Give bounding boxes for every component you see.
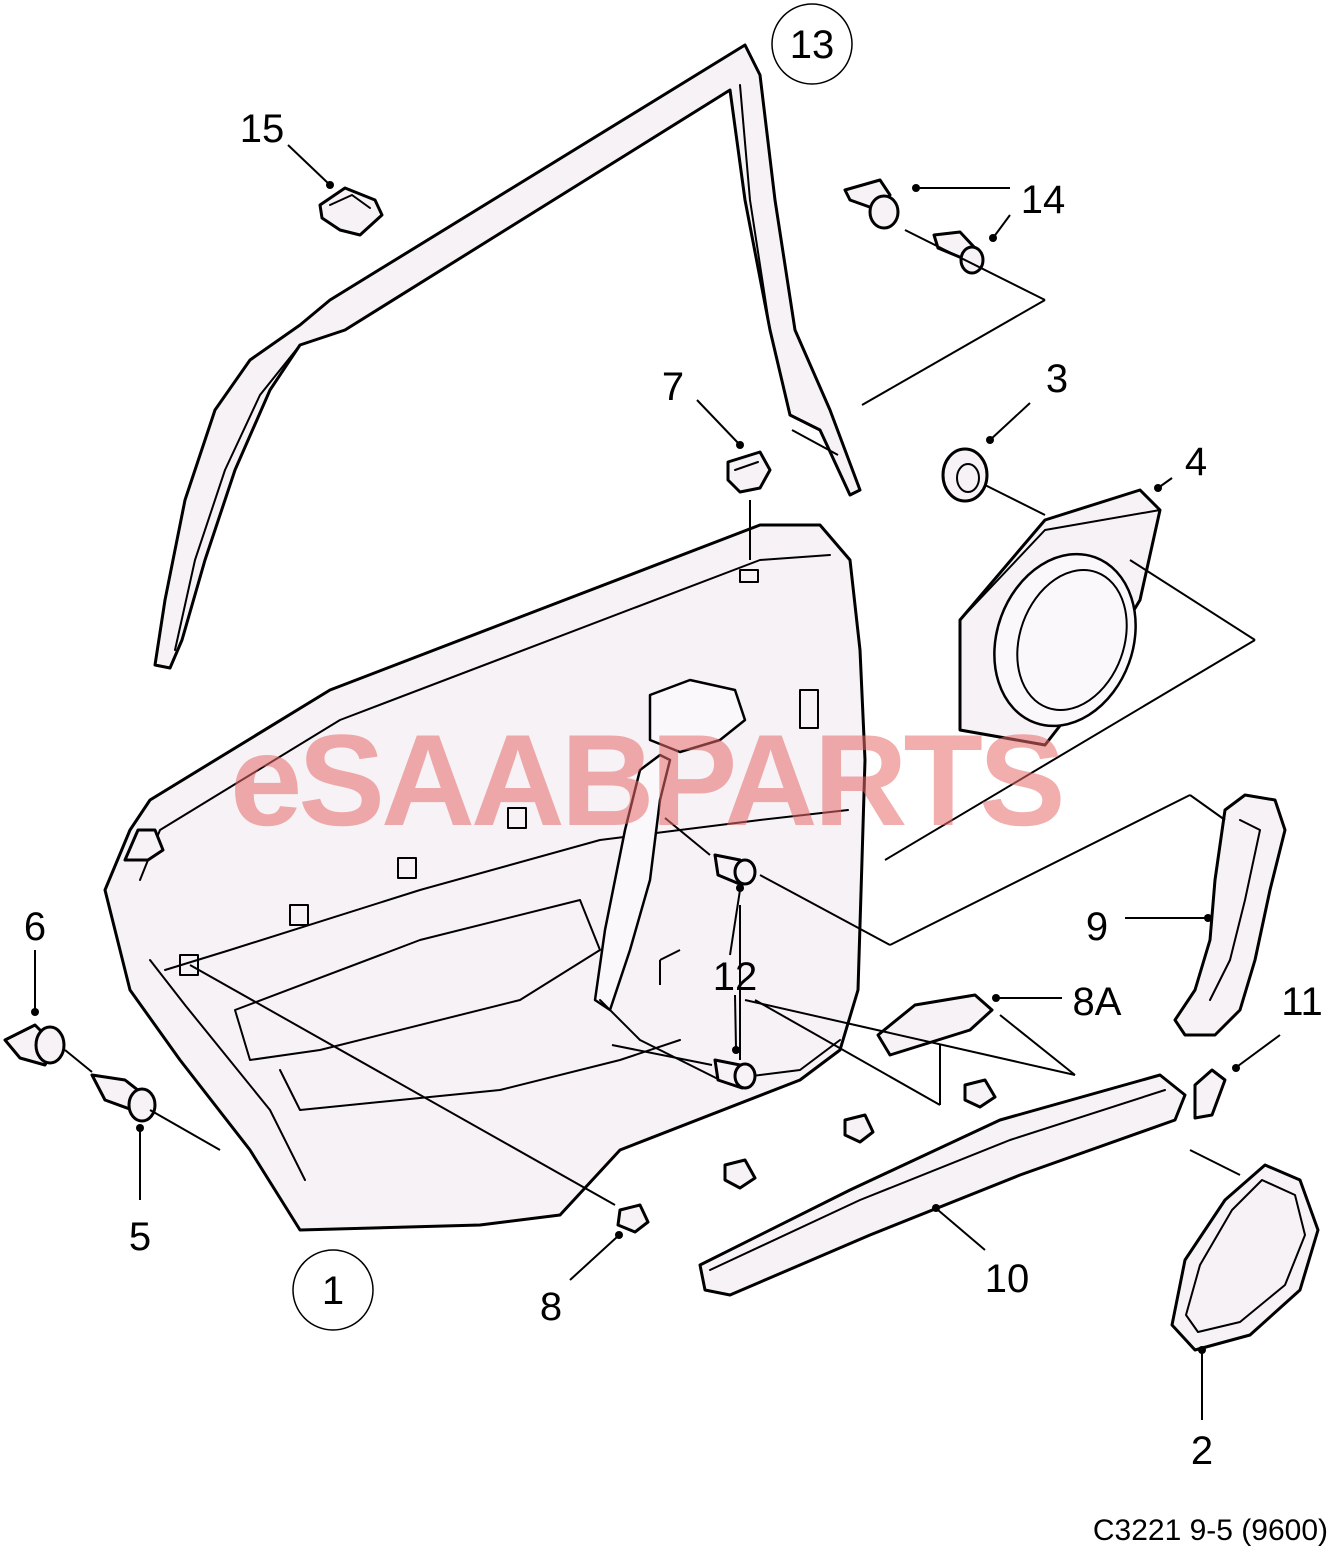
part-4-speaker-housing[interactable] [958,488,1162,747]
part-10-armrest-bar[interactable] [698,1073,1187,1297]
part-15-clip[interactable] [318,186,384,237]
callout-12: 12 [713,955,758,999]
part-3-grommet[interactable] [941,447,989,503]
part-11-end-cap[interactable] [1193,1068,1227,1120]
callout-14: 14 [1021,178,1066,222]
watermark-text: eSAABPARTS [230,707,1062,853]
part-2-oval-bezel[interactable] [1170,1163,1320,1352]
callout-13: 13 [771,3,853,85]
callout-7: 7 [662,365,684,409]
callout-8a: 8A [1073,980,1122,1024]
reference-code: C3221 9-5 (9600) [1093,1514,1328,1547]
callout-15: 15 [240,107,285,151]
callout-6: 6 [24,905,46,949]
part-7-clip[interactable] [726,450,772,494]
callout-10: 10 [985,1257,1030,1301]
callout-8: 8 [540,1285,562,1329]
part-1-door-panel[interactable] [103,523,867,1232]
part-14-clip-set[interactable] [843,178,985,275]
part-9-trim-strip[interactable] [1173,793,1287,1037]
svg-text:1: 1 [322,1269,344,1313]
part-8-clips[interactable] [616,1078,997,1234]
part-5-pin[interactable] [90,1073,157,1123]
assembly-lines [64,229,1256,1206]
callout-11: 11 [1281,980,1323,1024]
part-12-screws[interactable] [713,853,757,1090]
callout-4: 4 [1185,440,1207,484]
part-6-clip[interactable] [3,1023,66,1067]
callout-3: 3 [1046,357,1068,401]
part-8a-trim-cover[interactable] [876,993,994,1057]
callout-5: 5 [129,1215,151,1259]
callout-pointers [31,144,1281,1420]
callout-2: 2 [1191,1429,1213,1473]
callout-1: 1 [292,1249,374,1331]
svg-text:13: 13 [790,23,835,67]
part-13-window-frame-trim[interactable] [153,43,862,670]
callout-9: 9 [1086,905,1108,949]
